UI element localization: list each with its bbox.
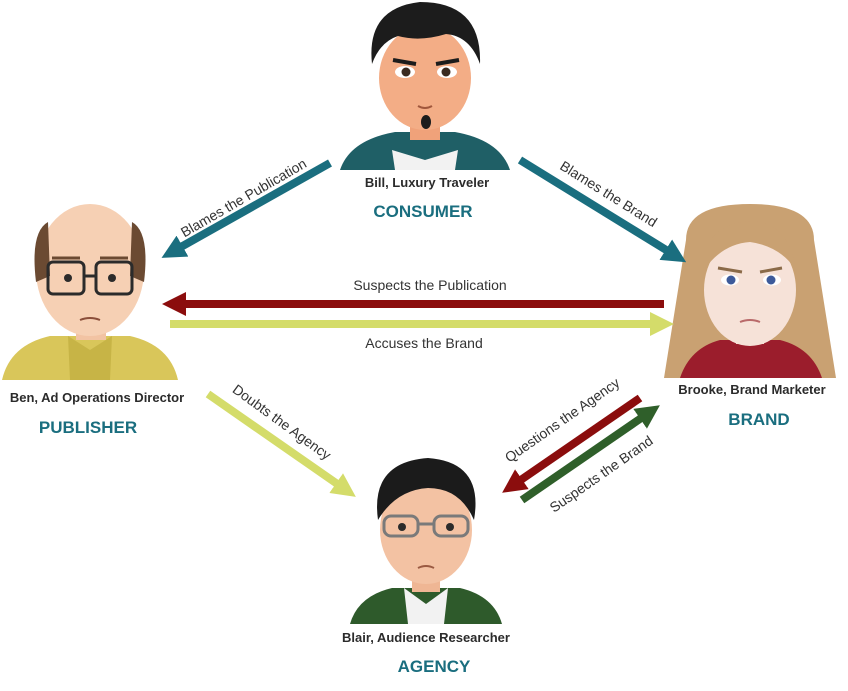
agency-name: Blair, Audience Researcher — [342, 630, 510, 645]
brand-avatar — [664, 204, 836, 378]
arrow-agency-to-brand — [519, 405, 660, 504]
agency-role: AGENCY — [398, 657, 471, 676]
arrow-consumer-to-publisher — [161, 159, 332, 258]
publisher-name: Ben, Ad Operations Director — [10, 390, 184, 405]
brand-name: Brooke, Brand Marketer — [678, 382, 825, 397]
consumer-role: CONSUMER — [373, 202, 472, 221]
agency-avatar — [350, 458, 502, 624]
brand-role: BRAND — [728, 410, 789, 429]
arrow-publisher-to-agency — [205, 390, 356, 497]
consumer-avatar — [340, 2, 510, 170]
arrow-brand-to-agency — [502, 394, 643, 493]
arrow-consumer-to-brand — [517, 156, 687, 263]
label-accuses-brand: Accuses the Brand — [365, 335, 483, 351]
publisher-avatar — [2, 204, 178, 380]
label-suspects-publication: Suspects the Publication — [353, 277, 506, 293]
label-blames-publication: Blames the Publication — [178, 155, 309, 240]
publisher-role: PUBLISHER — [39, 418, 137, 437]
consumer-name: Bill, Luxury Traveler — [365, 175, 489, 190]
